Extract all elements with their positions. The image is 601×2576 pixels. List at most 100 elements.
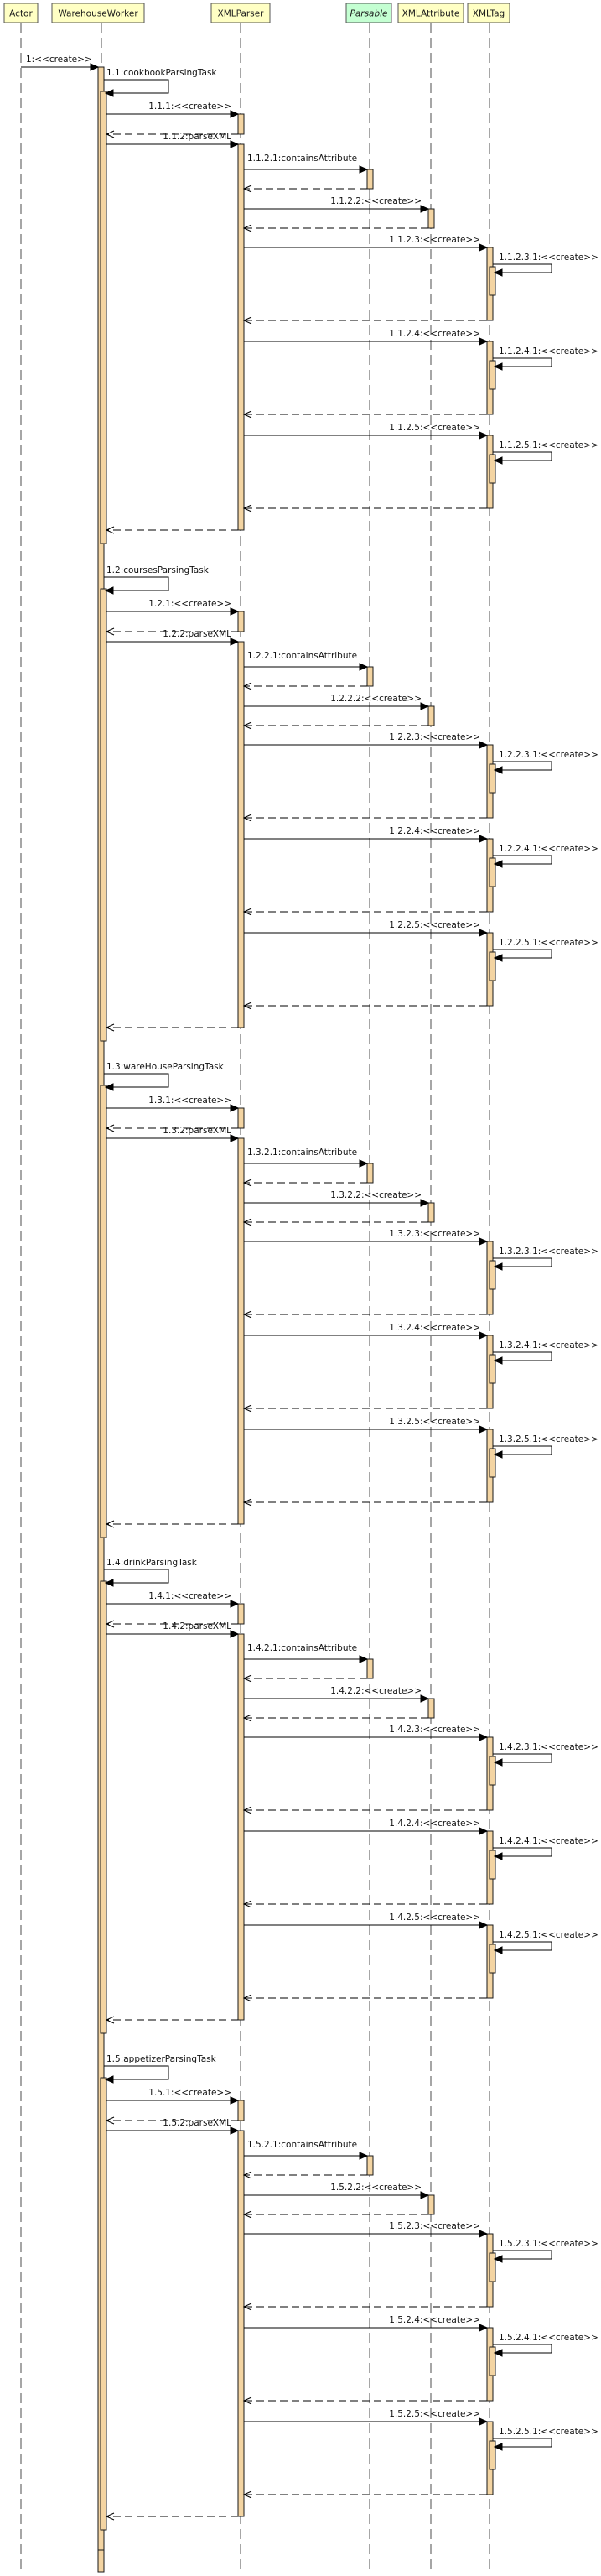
arrowhead	[359, 1655, 369, 1663]
message-label: 1.5.2.3.1:<<create>>	[499, 2239, 598, 2249]
message-label: 1.2.2:parseXML	[163, 629, 231, 639]
arrowhead	[493, 766, 503, 774]
arrowhead	[493, 268, 503, 277]
participant-box	[467, 3, 510, 23]
return-arrowhead	[242, 1179, 252, 1187]
message-tag-self-create	[493, 855, 552, 865]
return-arrowhead	[242, 504, 252, 513]
activation-task-5	[100, 2077, 107, 2531]
message-label: 1.3.2.4.1:<<create>>	[499, 1340, 598, 1350]
activation-tag-nested	[489, 1260, 496, 1290]
return-arrowhead	[242, 316, 252, 325]
activation-parser-create	[237, 113, 245, 135]
arrowhead	[479, 1331, 489, 1340]
messages: 1:<<create>>1.1:cookbookParsingTask1.1.1…	[21, 55, 598, 2521]
participant-name: XMLAttribute	[402, 9, 460, 19]
participant-parsable: Parsable	[345, 3, 392, 23]
message-label: 1.1.2.3:<<create>>	[389, 235, 480, 245]
activation-parser-create	[237, 1603, 245, 1625]
message-task-call	[104, 1569, 169, 1584]
message-label: 1.2.2.2:<<create>>	[330, 694, 422, 704]
return-arrowhead	[242, 1404, 252, 1413]
arrowhead	[493, 1852, 503, 1860]
arrowhead	[479, 2324, 489, 2332]
message-label: 1.4.2.1:containsAttribute	[247, 1643, 357, 1653]
return-arrowhead	[242, 908, 252, 916]
return-arrowhead	[105, 526, 115, 534]
activation-tag-nested	[489, 2252, 496, 2282]
arrowhead	[479, 2417, 489, 2426]
message-label: 1.2.2.5:<<create>>	[389, 920, 480, 930]
activation-attribute	[427, 208, 435, 229]
message-label: 1.1.2.4:<<create>>	[389, 329, 480, 339]
message-label: 1.2:coursesParsingTask	[106, 565, 210, 575]
activation-tag-nested	[489, 1944, 496, 1974]
return-arrowhead	[242, 682, 252, 690]
activation-attribute	[427, 1698, 435, 1719]
message-label: 1.1.2.3.1:<<create>>	[499, 252, 598, 263]
message-label: 1.1.1:<<create>>	[148, 101, 231, 112]
activation-parsable	[366, 169, 374, 190]
message-label: 1.5.2:parseXML	[163, 2118, 231, 2128]
message-tag-self-create	[493, 1941, 552, 1951]
activation-parse-xml	[237, 2130, 245, 2517]
arrowhead	[104, 89, 114, 97]
message-label: 1.5:appetizerParsingTask	[106, 2054, 217, 2064]
participant-box	[345, 3, 392, 23]
arrowhead	[493, 1758, 503, 1767]
message-label: 1.1.2:parseXML	[163, 132, 231, 142]
return-arrowhead	[242, 2171, 252, 2179]
message-label: 1.2.2.4.1:<<create>>	[499, 844, 598, 854]
arrowhead	[420, 1199, 430, 1207]
activation-parsable	[366, 1163, 374, 1184]
message-label: 1.4.2.3:<<create>>	[389, 1725, 480, 1735]
arrowhead	[479, 1733, 489, 1741]
message-label: 1.4.2:parseXML	[163, 1621, 231, 1631]
message-label: 1.1.2.5.1:<<create>>	[499, 440, 598, 450]
activation-tag-nested	[489, 1850, 496, 1880]
message-label: 1.4.2.5:<<create>>	[389, 1912, 480, 1923]
return-arrowhead	[242, 185, 252, 193]
activation-tag-nested	[489, 1354, 496, 1384]
arrowhead	[230, 1600, 240, 1608]
message-label: 1.5.2.5.1:<<create>>	[499, 2427, 598, 2437]
arrowhead	[104, 1579, 114, 1587]
activation-tag-nested	[489, 360, 496, 390]
message-label: 1.2.2.1:containsAttribute	[247, 651, 357, 661]
message-label: 1.2.2.5.1:<<create>>	[499, 938, 598, 948]
arrowhead	[359, 165, 369, 174]
return-arrowhead	[242, 1310, 252, 1319]
participant-attribute: XMLAttribute	[397, 3, 464, 23]
activation-task-3	[100, 1085, 107, 1538]
return-arrowhead	[242, 1806, 252, 1814]
message-label: 1.3.2.5:<<create>>	[389, 1417, 480, 1427]
activation-task-2	[100, 588, 107, 1042]
message-label: 1.5.2.5:<<create>>	[389, 2409, 480, 2419]
message-tag-self-create	[493, 1847, 552, 1857]
message-tag-self-create	[493, 1257, 552, 1267]
activation-parser-create	[237, 2100, 245, 2121]
participant-name: Parsable	[350, 9, 387, 19]
message-task-call	[104, 2065, 169, 2080]
return-arrowhead	[105, 2512, 115, 2521]
return-arrowhead	[105, 1023, 115, 1032]
activation-parsable	[366, 666, 374, 687]
return-arrowhead	[242, 1218, 252, 1226]
message-label: 1.3.2.5.1:<<create>>	[499, 1434, 598, 1444]
arrowhead	[230, 110, 240, 118]
arrowhead	[493, 1356, 503, 1365]
arrowhead	[420, 1694, 430, 1703]
message-tag-self-create	[493, 263, 552, 273]
message-label: 1.5.2.4:<<create>>	[389, 2315, 480, 2325]
message-label: 1.4.2.4.1:<<create>>	[499, 1836, 598, 1846]
message-label: 1.5.2.4.1:<<create>>	[499, 2333, 598, 2343]
activation-task-4	[100, 1580, 107, 2034]
message-label: 1.4.2.5.1:<<create>>	[499, 1930, 598, 1940]
activation-attribute	[427, 1202, 435, 1223]
activation-tag-nested	[489, 763, 496, 794]
return-arrowhead	[105, 627, 115, 636]
message-label: 1.3.1:<<create>>	[148, 1095, 231, 1106]
message-tag-self-create	[493, 2344, 552, 2354]
activation-tag-nested	[489, 1756, 496, 1786]
arrowhead	[479, 337, 489, 346]
